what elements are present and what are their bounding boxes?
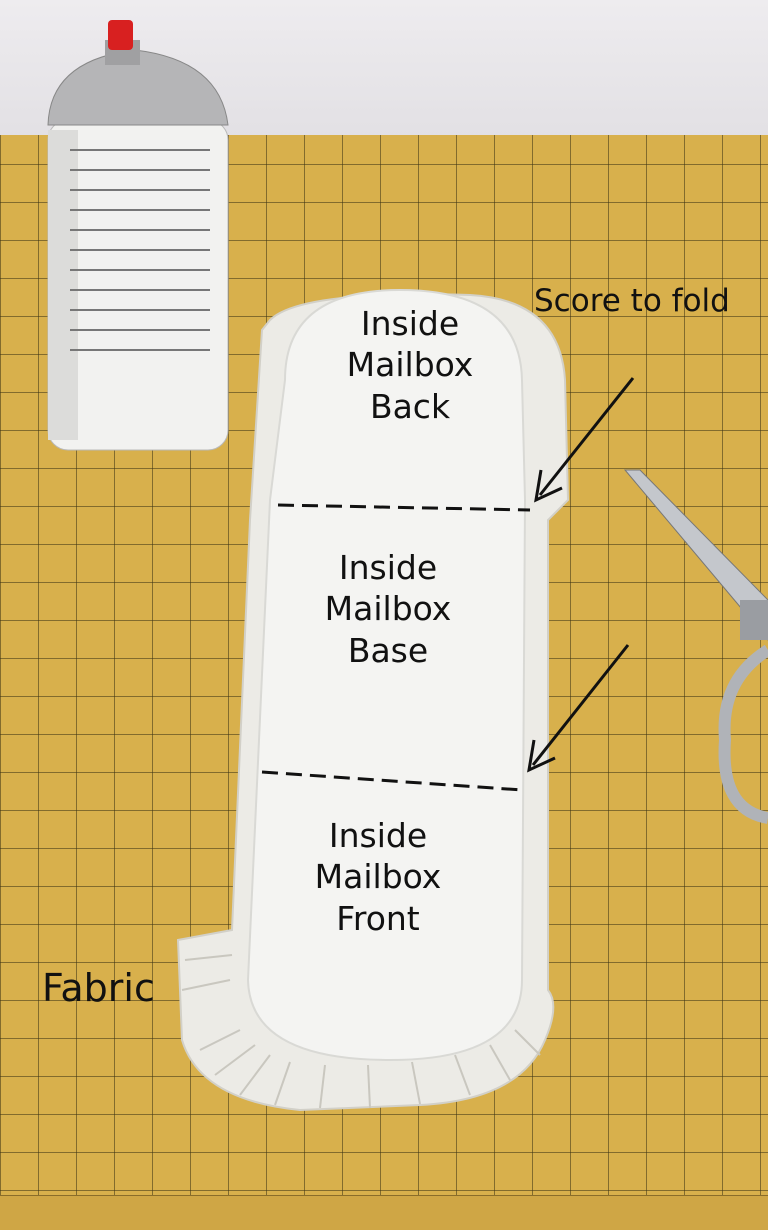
arrow-icon [534,377,635,503]
foam-board [246,288,527,1062]
score-to-fold-label: Score to fold [534,283,730,319]
section-label-front: Inside Mailbox Front [288,815,468,939]
label-line: Mailbox [324,589,452,629]
scissors [623,469,768,824]
score-line-top [277,503,531,512]
section-label-base: Inside Mailbox Base [298,547,478,671]
label-line: Inside [328,816,428,855]
cutting-mat-edge [0,1195,768,1230]
section-label-back: Inside Mailbox Back [320,303,500,427]
score-line-bottom [261,770,523,792]
label-line: Inside [360,304,460,343]
fabric-fringe-cuts [181,954,541,1109]
label-line: Mailbox [346,345,474,385]
label-line: Front [336,898,420,938]
fabric-label: Fabric [42,966,155,1010]
spray-can [47,20,229,451]
label-line: Mailbox [314,857,442,897]
label-line: Inside [338,548,438,587]
label-line: Base [347,630,429,670]
arrow-icon [527,644,630,773]
label-line: Back [369,386,451,426]
